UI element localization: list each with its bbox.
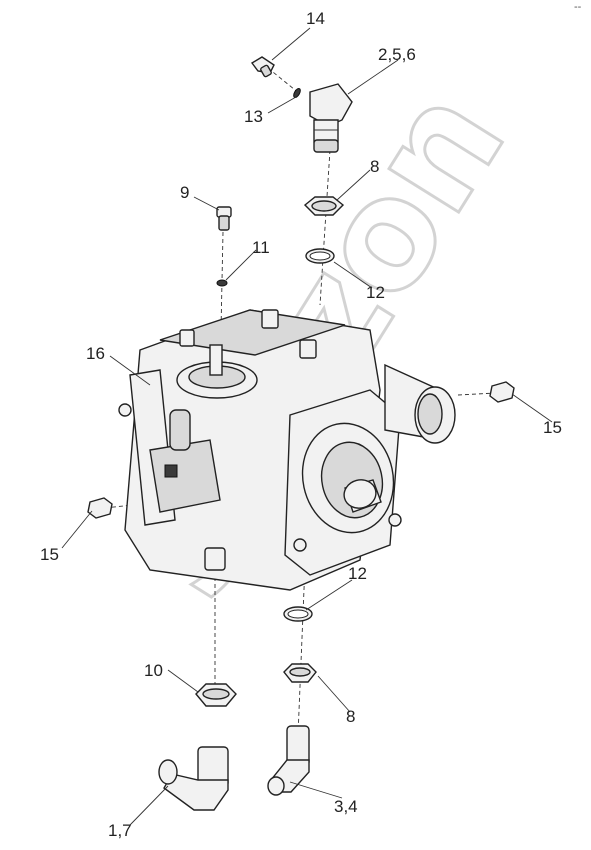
elbow-fitting-3-4: [267, 725, 310, 796]
callout-14: 14: [306, 9, 325, 28]
callout-9: 9: [180, 183, 189, 202]
leader-lines: [61, 27, 553, 826]
seal-ring-12-top: [305, 248, 335, 264]
elbow-fitting-1-7: [158, 746, 229, 811]
callout-3-4: 3,4: [334, 797, 358, 816]
nut-8-bottom: [283, 663, 317, 683]
ring-11: [216, 279, 228, 287]
callout-16: 16: [86, 344, 105, 363]
callout-15-right: 15: [543, 418, 562, 437]
callout-12-bottom: 12: [348, 564, 367, 583]
callout-11: 11: [252, 238, 270, 257]
seal-ring-12-bottom: [283, 606, 313, 622]
fitting-15-left: [87, 497, 113, 519]
pump-body-16: [118, 309, 456, 591]
nut-8-top: [303, 196, 345, 216]
fitting-14: [250, 56, 275, 78]
elbow-fitting-2-5-6: [309, 83, 353, 153]
callout-10: 10: [144, 661, 163, 680]
callout-8-top: 8: [370, 157, 379, 176]
callout-15-left: 15: [40, 545, 59, 564]
o-ring-13: [293, 87, 301, 99]
callout-13: 13: [244, 107, 263, 126]
callout-2-5-6: 2,5,6: [378, 45, 416, 64]
fitting-9: [216, 206, 232, 231]
nut-10: [195, 683, 237, 707]
callout-8-bottom: 8: [346, 707, 355, 726]
callout-12-top: 12: [366, 283, 385, 302]
callout-labels: 14 2,5,6 13 8 9 11 12 16 15 15 12 10 8 3…: [40, 9, 562, 840]
fitting-15-right: [489, 381, 515, 403]
callout-1-7: 1,7: [108, 821, 132, 840]
corner-mark: ‑‑: [574, 1, 582, 13]
